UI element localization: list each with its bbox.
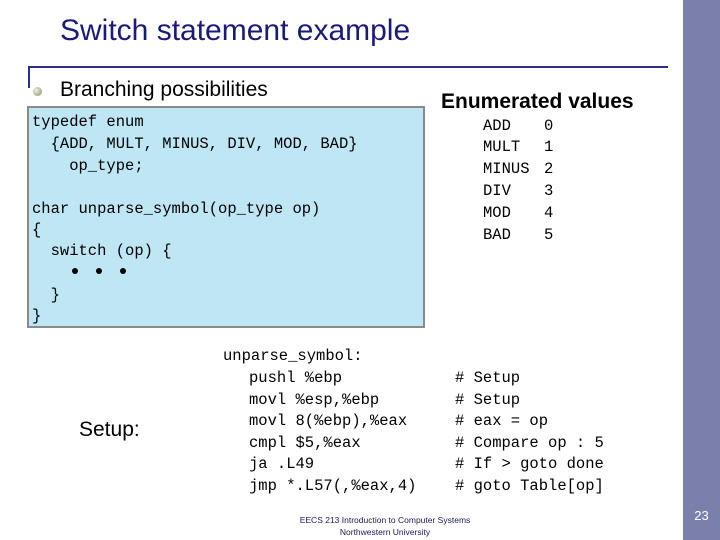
bullet-text: Branching possibilities: [60, 78, 268, 101]
asm-comment: # Setup: [455, 391, 521, 409]
ellipsis-dot: [96, 268, 102, 274]
enum-value: 2: [544, 160, 554, 178]
enum-name: MOD: [483, 204, 511, 222]
asm-comment: # eax = op: [455, 412, 549, 430]
asm-header: unparse_symbol:: [223, 347, 363, 365]
asm-instruction: ja .L49: [249, 455, 315, 473]
code-line: char unparse_symbol(op_type op): [32, 200, 321, 218]
asm-comment: # goto Table[op]: [455, 477, 604, 495]
code-line: switch (op) {: [32, 242, 172, 260]
footer-university: Northwestern University: [339, 527, 431, 537]
asm-instruction: movl 8(%ebp),%eax: [249, 412, 408, 430]
enum-name: DIV: [483, 182, 511, 200]
enum-value: 5: [544, 226, 554, 244]
code-line: }: [32, 307, 42, 325]
bullet-icon: [33, 87, 42, 96]
enum-value: 0: [544, 117, 554, 135]
slide-title: Switch statement example: [60, 14, 411, 47]
asm-comment: # Compare op : 5: [455, 434, 604, 452]
slide-sidebar: [683, 0, 720, 540]
asm-comment: # Setup: [455, 369, 521, 387]
asm-instruction: movl %esp,%ebp: [249, 391, 380, 409]
asm-comment: # If > goto done: [455, 455, 604, 473]
enum-name: MINUS: [483, 160, 530, 178]
enum-name: MULT: [483, 138, 521, 156]
ellipsis-dot: [120, 268, 126, 274]
footer-course: EECS 213 Introduction to Computer System…: [299, 515, 471, 525]
code-line: {: [32, 221, 42, 239]
enum-heading: Enumerated values: [441, 90, 634, 113]
title-divider: [28, 66, 668, 68]
title-divider-vertical: [28, 66, 30, 88]
asm-instruction: jmp *.L57(,%eax,4): [249, 477, 417, 495]
asm-instruction: pushl %ebp: [249, 369, 343, 387]
enum-value: 3: [544, 182, 554, 200]
setup-label: Setup:: [79, 418, 140, 441]
code-box: [27, 106, 425, 328]
enum-name: ADD: [483, 117, 511, 135]
code-line: {ADD, MULT, MINUS, DIV, MOD, BAD}: [32, 135, 358, 153]
code-line: typedef enum: [32, 113, 144, 131]
asm-instruction: cmpl $5,%eax: [249, 434, 361, 452]
enum-value: 4: [544, 204, 554, 222]
page-number: 23: [694, 508, 709, 523]
ellipsis-dot: [72, 268, 78, 274]
enum-name: BAD: [483, 226, 511, 244]
code-line: }: [32, 286, 60, 304]
code-line: op_type;: [32, 157, 144, 175]
enum-value: 1: [544, 138, 554, 156]
